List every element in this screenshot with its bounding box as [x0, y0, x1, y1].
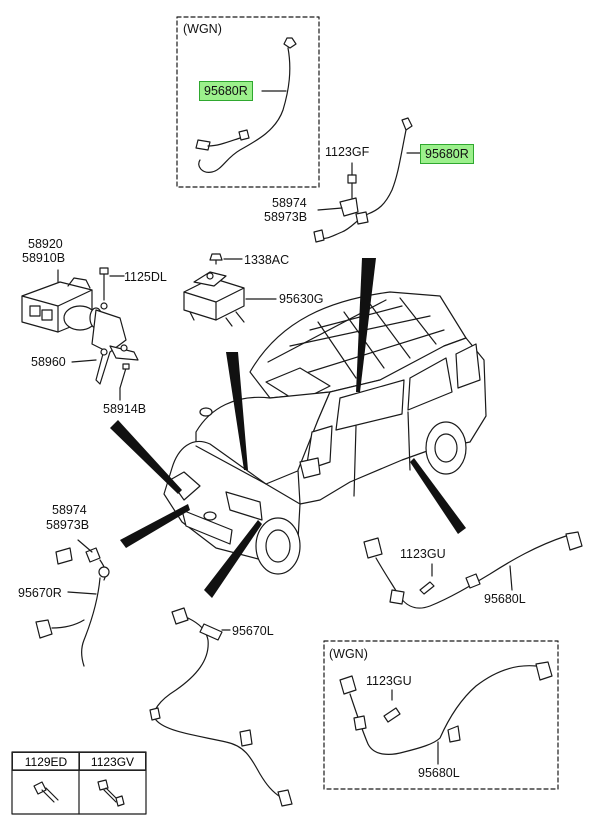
- sensor-95670L: [149, 607, 293, 807]
- sensor-95680L-wgn: [339, 661, 553, 765]
- location-pointers: [110, 258, 466, 598]
- callout-1123GU[interactable]: 1123GU: [400, 547, 446, 561]
- callout-58920[interactable]: 58920: [28, 237, 63, 251]
- callout-1338AC[interactable]: 1338AC: [244, 253, 290, 267]
- bracket-58974-left: [55, 539, 110, 581]
- callout-95680R[interactable]: 95680R: [420, 144, 474, 164]
- callout-58914B[interactable]: 58914B: [103, 402, 147, 416]
- callout-58973B[interactable]: 58973B: [264, 210, 308, 224]
- sensor-95670R: [35, 577, 101, 667]
- callout-58974-left[interactable]: 58974: [52, 503, 87, 517]
- wgn-box-top: [176, 16, 320, 188]
- callout-58960[interactable]: 58960: [31, 355, 66, 369]
- legend-header-1129ED: 1129ED: [12, 752, 80, 771]
- wgn-label-bottom: (WGN): [329, 647, 368, 661]
- callout-95630G[interactable]: 95630G: [279, 292, 324, 306]
- legend-header-1123GV: 1123GV: [79, 752, 146, 771]
- sensor-95680L: [363, 531, 583, 609]
- callout-95670L[interactable]: 95670L: [232, 624, 274, 638]
- sensor-95680R: [313, 117, 421, 243]
- sensor-95680R-wgn: [195, 37, 297, 173]
- hecu-assembly: [21, 267, 139, 401]
- callout-1125DL[interactable]: 1125DL: [124, 270, 167, 284]
- wgn-label-top: (WGN): [183, 22, 222, 36]
- wgn-box-bottom: [323, 640, 559, 790]
- callout-58974[interactable]: 58974: [272, 196, 307, 210]
- callout-1123GU-wgn[interactable]: 1123GU: [366, 674, 412, 688]
- bolt-1123GV-icon: [97, 779, 109, 791]
- callout-1123GF[interactable]: 1123GF: [325, 145, 370, 159]
- vehicle: [163, 291, 487, 575]
- callout-95680L-wgn[interactable]: 95680L: [418, 766, 460, 780]
- callout-58910B[interactable]: 58910B: [22, 251, 66, 265]
- callout-58973B-left[interactable]: 58973B: [46, 518, 90, 532]
- callout-95680R-wgn[interactable]: 95680R: [199, 81, 253, 101]
- callout-95680L[interactable]: 95680L: [484, 592, 526, 606]
- callout-95670R[interactable]: 95670R: [18, 586, 62, 600]
- yaw-sensor: [183, 253, 277, 327]
